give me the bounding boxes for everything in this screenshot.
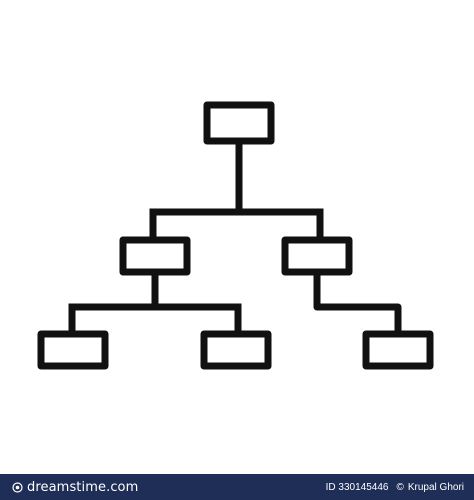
brand-text: dreamstime.com: [27, 479, 139, 495]
node-bottom-middle: [200, 330, 272, 370]
image-credits: ID 330145446 © Krupal Ghori: [326, 482, 464, 493]
hierarchy-tree-icon: [37, 101, 434, 370]
sun-icon: [12, 481, 23, 493]
node-level1-left: [119, 236, 191, 276]
node-root: [203, 101, 275, 145]
node-level1-right: [281, 236, 353, 276]
author-name: Krupal Ghori: [407, 481, 464, 493]
copyright-symbol: ©: [396, 481, 404, 493]
node-bottom-left: [37, 330, 109, 370]
icon-canvas: [37, 101, 434, 370]
image-id: ID 330145446: [325, 481, 389, 493]
author-credit: © Krupal Ghori: [396, 482, 464, 493]
stock-footer-bar: dreamstime.com ID 330145446 © Krupal Gho…: [0, 474, 474, 500]
connector-right-down: [313, 268, 402, 338]
brand-logo: dreamstime.com: [12, 480, 138, 495]
node-bottom-right: [362, 330, 434, 370]
